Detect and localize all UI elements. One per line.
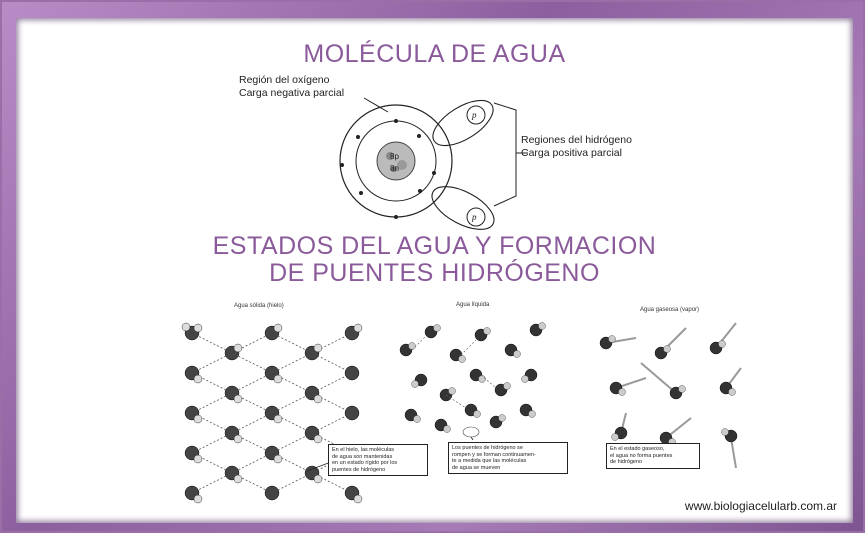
title-states-line-2: DE PUENTES HIDRÓGENO [269, 259, 600, 287]
liquid-note-line-2: rompen y se forman continuamen- [452, 451, 536, 458]
liquid-water-diagram [399, 322, 546, 440]
hydrogen-label-line-2: Carga positiva parcial [521, 147, 622, 159]
oxygen-label-line-2: Carga negativa parcial [239, 87, 345, 99]
liquid-note-line-3: te a medida que las moléculas [452, 458, 527, 464]
gas-note-line-2: el agua no forma puentes [610, 452, 673, 459]
gas-note-line-3: de hidrógeno [610, 459, 643, 465]
liquid-note-line-4: de agua se mueven [452, 464, 501, 471]
gas-water-note: En el estado gaseoso, el agua no forma p… [606, 443, 700, 469]
proton-mark-top: p [471, 110, 477, 120]
gas-water-diagram [599, 322, 742, 469]
gas-note-line-1: En el estado gaseoso, [610, 446, 665, 452]
solid-note-line-4: puentes de hidrógeno [332, 466, 386, 473]
solid-note-line-1: En el hielo, las moléculas [332, 447, 395, 453]
water-molecule-diagram: 8p 8n p p [339, 97, 528, 230]
liquid-water-label: Agua líquida [456, 302, 490, 308]
hydrogen-label-line-1: Regiones del hidrógeno [521, 134, 632, 146]
nucleus-neutrons: 8n [390, 164, 399, 173]
liquid-water-note: Los puentes de hidrógeno se rompen y se … [448, 442, 568, 474]
hydrogen-region-label: Regiones del hidrógeno Carga positiva pa… [521, 134, 632, 160]
solid-note-line-2: de agua son mantenidas [332, 453, 393, 460]
proton-mark-bottom: p [471, 212, 477, 222]
title-water-molecule: MOLÉCULA DE AGUA [303, 40, 566, 68]
liquid-note-line-1: Los puentes de hidrógeno se [452, 445, 523, 451]
solid-note-line-3: en un estado rígido por los [332, 460, 398, 466]
solid-water-label: Agua sólida (hielo) [234, 303, 284, 309]
title-water-states: ESTADOS DEL AGUA Y FORMACION DE PUENTES … [16, 233, 853, 287]
source-url: www.biologiacelularb.com.ar [684, 499, 837, 513]
nucleus-protons: 8p [390, 152, 399, 161]
oxygen-label-line-1: Región del oxígeno [239, 74, 330, 86]
solid-water-note: En el hielo, las moléculas de agua son m… [328, 444, 428, 476]
gas-water-label: Agua gaseosa (vapor) [640, 307, 700, 313]
ice-lattice-diagram [181, 322, 363, 504]
oxygen-region-label: Región del oxígeno Carga negativa parcia… [239, 74, 344, 100]
title-states-line-1: ESTADOS DEL AGUA Y FORMACION [212, 232, 657, 260]
slide-card: MOLÉCULA DE AGUA Región del oxígeno Carg… [16, 18, 853, 523]
